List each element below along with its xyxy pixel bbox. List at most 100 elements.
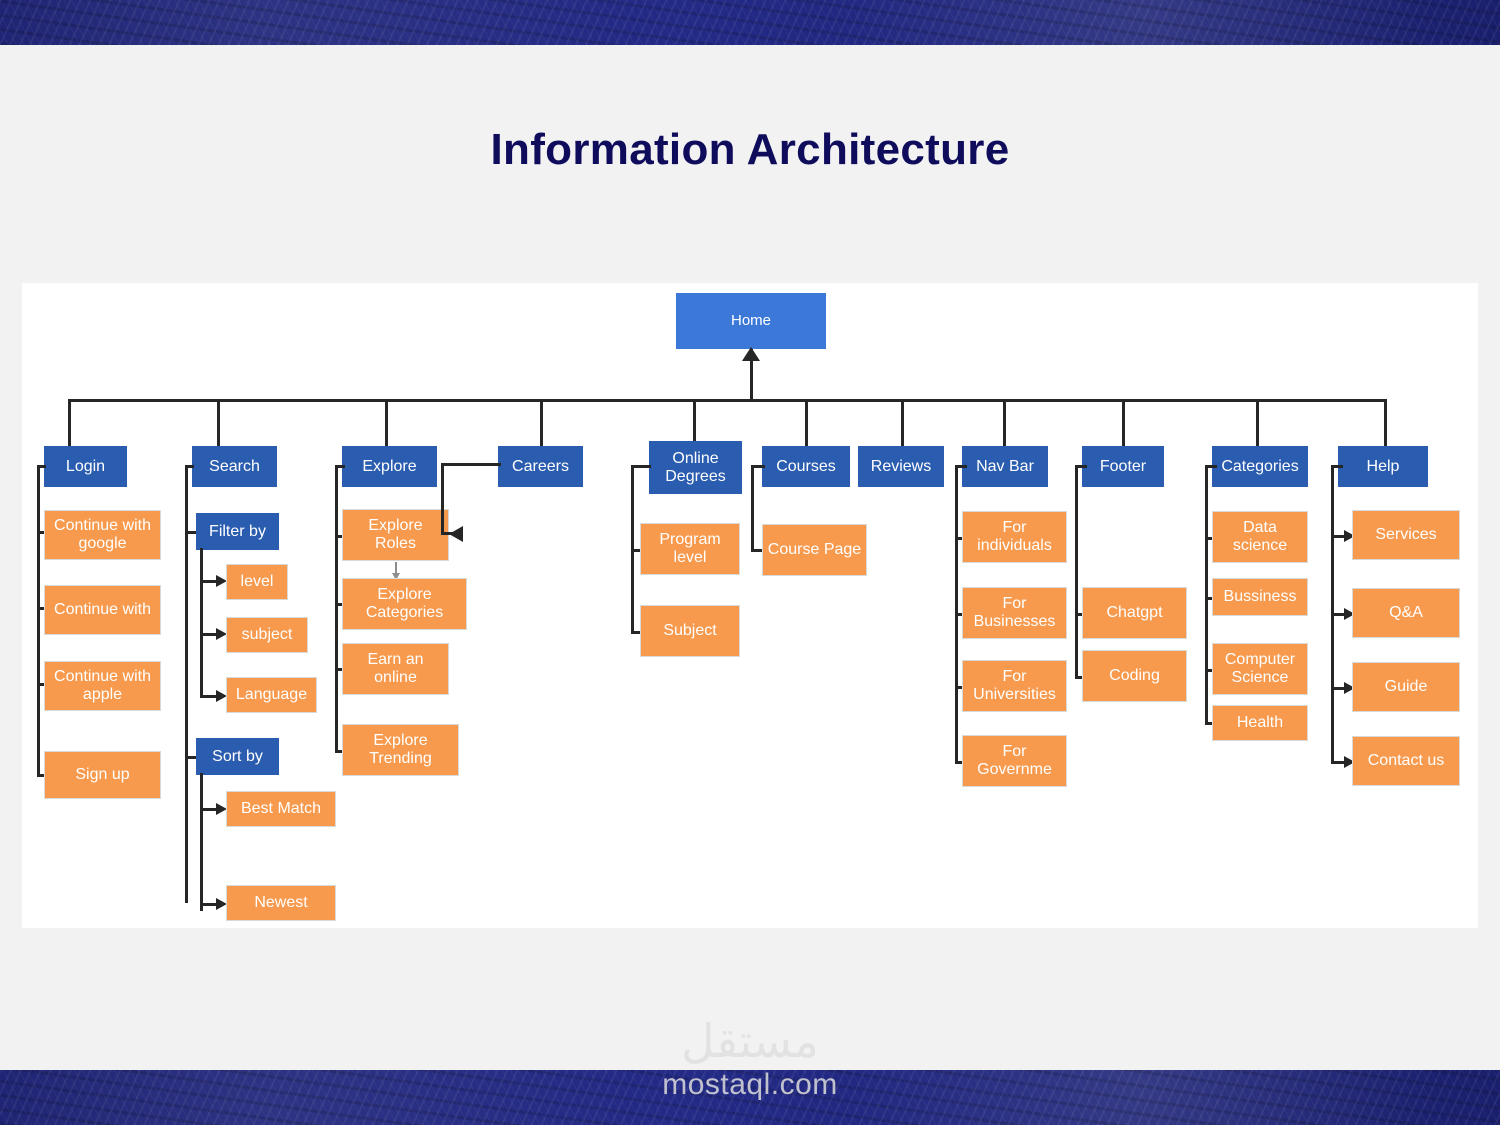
leaf-continue-with-apple[interactable]: Continue with apple xyxy=(44,661,161,711)
connector-drop-reviews xyxy=(901,399,904,451)
connector-drop-categories xyxy=(1256,399,1259,451)
leaf-program-level[interactable]: Program level xyxy=(640,523,740,575)
leaf-subject[interactable]: subject xyxy=(226,617,308,653)
connector-filter-child-3 xyxy=(200,695,220,698)
node-home[interactable]: Home xyxy=(676,293,826,349)
node-careers[interactable]: Careers xyxy=(498,446,583,487)
connector-roles-to-categories xyxy=(395,562,397,576)
connector-courses-child-1 xyxy=(751,549,769,552)
connector-drop-footer xyxy=(1122,399,1125,451)
leaf-course-page[interactable]: Course Page xyxy=(762,524,867,576)
leaf-for-government[interactable]: For Governme xyxy=(962,735,1067,787)
connector-nav-bar-spine-top xyxy=(955,465,967,468)
leaf-explore-trending[interactable]: Explore Trending xyxy=(342,724,459,776)
page-title: Information Architecture xyxy=(490,125,1010,174)
connector-help-child-3 xyxy=(1331,687,1349,690)
connector-online-degrees-spine-top xyxy=(631,465,651,468)
leaf-for-individuals[interactable]: For individuals xyxy=(962,511,1067,563)
connector-sort-child-2 xyxy=(200,903,220,906)
connector-help-child-4 xyxy=(1331,761,1349,764)
leaf-earn-an-online[interactable]: Earn an online xyxy=(342,643,449,695)
arrow-help-child-2 xyxy=(1344,608,1355,620)
connector-drop-search xyxy=(217,399,220,451)
diagram-canvas: Home Login Search Explore Careers Online… xyxy=(22,283,1478,928)
connector-drop-online-degrees xyxy=(693,399,696,445)
arrow-filter-child-2 xyxy=(216,628,227,640)
arrow-sort-child-1 xyxy=(216,803,227,815)
node-explore[interactable]: Explore xyxy=(342,446,437,487)
node-sort-by[interactable]: Sort by xyxy=(196,738,279,775)
leaf-qa[interactable]: Q&A xyxy=(1352,588,1460,638)
connector-categories-spine-top xyxy=(1205,465,1217,468)
leaf-services[interactable]: Services xyxy=(1352,510,1460,560)
connector-filter-spine xyxy=(200,548,203,698)
leaf-for-universities[interactable]: For Universities xyxy=(962,660,1067,712)
leaf-continue-with[interactable]: Continue with xyxy=(44,585,161,635)
connector-explore-spine xyxy=(335,465,338,753)
connector-courses-spine-top xyxy=(751,465,765,468)
leaf-explore-roles[interactable]: Explore Roles xyxy=(342,509,449,561)
connector-drop-help xyxy=(1384,399,1387,451)
connector-careers-left xyxy=(441,463,501,466)
leaf-health[interactable]: Health xyxy=(1212,705,1308,741)
leaf-explore-categories[interactable]: Explore Categories xyxy=(342,578,467,630)
node-help[interactable]: Help xyxy=(1338,446,1428,487)
leaf-for-businesses[interactable]: For Businesses xyxy=(962,587,1067,639)
arrow-into-home xyxy=(742,347,760,361)
node-login[interactable]: Login xyxy=(44,446,127,487)
leaf-newest[interactable]: Newest xyxy=(226,885,336,921)
leaf-level[interactable]: level xyxy=(226,564,288,600)
arrow-roles-to-categories xyxy=(392,573,400,580)
leaf-contact-us[interactable]: Contact us xyxy=(1352,736,1460,786)
connector-main-bus xyxy=(68,399,1386,402)
connector-courses-spine xyxy=(751,465,754,549)
leaf-chatgpt[interactable]: Chatgpt xyxy=(1082,587,1187,639)
connector-drop-courses xyxy=(805,399,808,451)
connector-footer-spine-top xyxy=(1075,465,1087,468)
connector-search-sort xyxy=(185,756,203,759)
leaf-best-match[interactable]: Best Match xyxy=(226,791,336,827)
leaf-subject-degrees[interactable]: Subject xyxy=(640,605,740,657)
connector-drop-login xyxy=(68,399,71,451)
node-search[interactable]: Search xyxy=(192,446,277,487)
arrow-filter-child-3 xyxy=(216,690,227,702)
arrow-careers-into-explore-roles xyxy=(449,526,463,542)
leaf-computer-science[interactable]: Computer Science xyxy=(1212,643,1308,695)
connector-drop-careers xyxy=(540,399,543,451)
arrow-help-child-1 xyxy=(1344,530,1355,542)
node-reviews[interactable]: Reviews xyxy=(858,446,944,487)
bottom-decorative-band xyxy=(0,1070,1500,1125)
connector-drop-nav-bar xyxy=(1003,399,1006,451)
connector-careers-down xyxy=(441,463,444,535)
connector-search-spine xyxy=(185,465,188,903)
leaf-coding[interactable]: Coding xyxy=(1082,650,1187,702)
connector-help-child-1 xyxy=(1331,535,1349,538)
connector-login-spine xyxy=(37,465,40,776)
arrow-help-child-4 xyxy=(1344,756,1355,768)
arrow-help-child-3 xyxy=(1344,682,1355,694)
connector-explore-spine-top xyxy=(335,465,345,468)
node-filter-by[interactable]: Filter by xyxy=(196,513,279,550)
node-footer[interactable]: Footer xyxy=(1082,446,1164,487)
leaf-bussiness[interactable]: Bussiness xyxy=(1212,578,1308,616)
node-nav-bar[interactable]: Nav Bar xyxy=(962,446,1048,487)
connector-filter-child-2 xyxy=(200,633,220,636)
connector-search-filter xyxy=(185,531,203,534)
node-categories[interactable]: Categories xyxy=(1212,446,1308,487)
arrow-filter-child-1 xyxy=(216,575,227,587)
connector-search-spine-top xyxy=(185,465,194,468)
node-courses[interactable]: Courses xyxy=(762,446,850,487)
leaf-data-science[interactable]: Data science xyxy=(1212,511,1308,563)
watermark-arabic: مستقل xyxy=(681,1014,819,1068)
leaf-language[interactable]: Language xyxy=(226,677,317,713)
node-online-degrees[interactable]: Online Degrees xyxy=(649,441,742,494)
leaf-continue-with-google[interactable]: Continue with google xyxy=(44,510,161,560)
leaf-sign-up[interactable]: Sign up xyxy=(44,751,161,799)
connector-categories-spine xyxy=(1205,465,1208,723)
arrow-sort-child-2 xyxy=(216,898,227,910)
connector-help-child-2 xyxy=(1331,613,1349,616)
leaf-guide[interactable]: Guide xyxy=(1352,662,1460,712)
connector-sort-spine xyxy=(200,773,203,911)
connector-home-riser xyxy=(750,349,753,401)
connector-help-spine-top xyxy=(1331,465,1343,468)
